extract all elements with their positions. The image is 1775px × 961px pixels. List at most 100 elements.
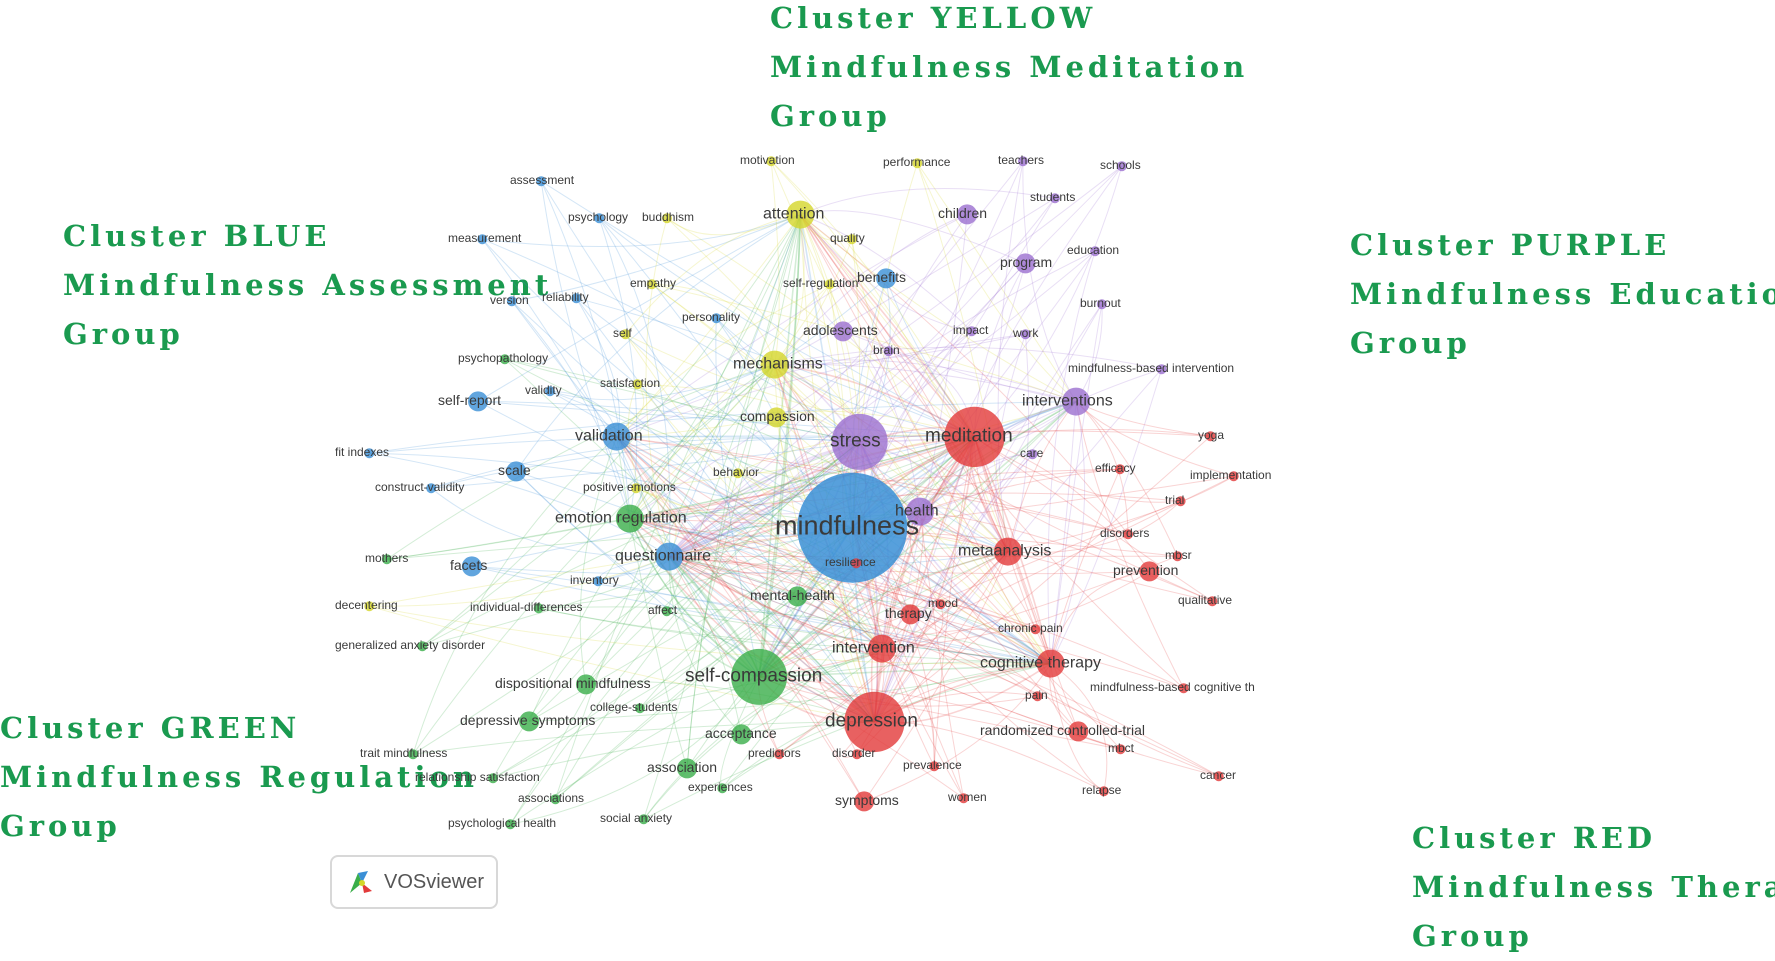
node-relapse[interactable]: [1098, 786, 1109, 797]
node-decentering[interactable]: [364, 601, 375, 612]
node-therapy[interactable]: [900, 604, 921, 625]
node-validity[interactable]: [544, 386, 555, 397]
node-mindfulness-based-intervention[interactable]: [1156, 364, 1167, 375]
node-psychological-health[interactable]: [505, 819, 516, 830]
node-cognitive-therapy[interactable]: [1036, 649, 1065, 678]
node-teachers[interactable]: [1017, 156, 1028, 167]
node-mbsr[interactable]: [1172, 551, 1183, 562]
node-construct-validity[interactable]: [426, 483, 437, 494]
node-metaanalysis[interactable]: [993, 537, 1022, 566]
node-scale[interactable]: [506, 461, 527, 482]
node-psychopathology[interactable]: [499, 354, 510, 365]
node-dispositional-mindfulness[interactable]: [576, 674, 596, 695]
node-health[interactable]: [905, 497, 934, 526]
node-satisfaction[interactable]: [632, 379, 643, 390]
node-mbct[interactable]: [1115, 744, 1126, 755]
node-generalized-anxiety-disorder[interactable]: [417, 641, 428, 652]
node-program[interactable]: [1015, 253, 1036, 274]
node-quality[interactable]: [846, 234, 857, 245]
node-randomized-controlled-trial[interactable]: [1068, 721, 1089, 742]
node-stress[interactable]: [831, 413, 888, 470]
node-affect[interactable]: [661, 606, 672, 617]
node-individual-differences[interactable]: [533, 603, 544, 614]
node-resilience[interactable]: [851, 558, 862, 569]
node-children[interactable]: [957, 204, 978, 225]
node-brain[interactable]: [883, 346, 894, 357]
node-mindfulness-based-cognitive-th[interactable]: [1178, 683, 1189, 694]
node-assessment[interactable]: [536, 176, 547, 187]
node-interventions[interactable]: [1062, 387, 1091, 416]
node-psychology[interactable]: [594, 213, 605, 224]
node-self-compassion[interactable]: [731, 648, 788, 705]
node-positive-emotions[interactable]: [631, 483, 642, 494]
node-yoga[interactable]: [1205, 431, 1216, 442]
node-pain[interactable]: [1032, 691, 1043, 702]
node-reliability[interactable]: [571, 293, 582, 304]
node-behavior[interactable]: [732, 468, 743, 479]
edge-buddhism-questionnaire: [645, 218, 670, 557]
node-mood[interactable]: [935, 599, 946, 610]
node-mechanisms[interactable]: [760, 350, 789, 379]
node-depressive-symptoms[interactable]: [519, 711, 540, 732]
node-measurement[interactable]: [477, 234, 488, 245]
node-qualitative[interactable]: [1207, 596, 1218, 607]
node-self[interactable]: [620, 329, 631, 340]
node-attention[interactable]: [786, 200, 815, 229]
node-implementation[interactable]: [1228, 471, 1239, 482]
node-mental-health[interactable]: [787, 586, 808, 607]
edge-mindfulness-based-cognitive-th-emotion-regulation: [629, 518, 1184, 689]
node-disorder[interactable]: [851, 749, 862, 760]
node-association[interactable]: [677, 758, 698, 779]
node-work[interactable]: [1020, 329, 1031, 340]
node-prevalence[interactable]: [929, 761, 940, 772]
node-schools[interactable]: [1116, 161, 1127, 172]
node-adolescents[interactable]: [833, 321, 854, 342]
node-trait-mindfulness[interactable]: [408, 749, 419, 760]
node-benefits[interactable]: [876, 268, 897, 289]
node-self-report[interactable]: [468, 391, 489, 412]
node-depression[interactable]: [844, 691, 905, 753]
node-performance[interactable]: [912, 158, 923, 169]
node-predictors[interactable]: [774, 749, 785, 760]
node-mothers[interactable]: [381, 554, 392, 565]
node-self-regulation[interactable]: [824, 279, 835, 290]
node-emotion-regulation[interactable]: [615, 504, 644, 533]
node-care[interactable]: [1027, 449, 1038, 460]
edge-therapy-questionnaire: [669, 555, 911, 615]
node-fit-indexes[interactable]: [364, 448, 375, 459]
node-experiences[interactable]: [717, 783, 728, 794]
node-symptoms[interactable]: [854, 791, 875, 812]
node-cancer[interactable]: [1213, 771, 1224, 782]
edge-interventions-depression: [873, 401, 1077, 723]
node-efficacy[interactable]: [1114, 464, 1125, 475]
node-disorders[interactable]: [1123, 529, 1134, 540]
edge-dispositional-mindfulness-depression: [585, 681, 875, 723]
node-questionnaire[interactable]: [655, 542, 684, 571]
node-students[interactable]: [1049, 193, 1060, 204]
node-empathy[interactable]: [646, 279, 657, 290]
node-impact[interactable]: [966, 326, 977, 337]
node-meditation[interactable]: [944, 406, 1005, 468]
node-education[interactable]: [1090, 246, 1101, 257]
node-women[interactable]: [958, 793, 969, 804]
node-validation[interactable]: [602, 422, 631, 451]
node-motivation[interactable]: [766, 156, 777, 167]
node-version[interactable]: [506, 296, 517, 307]
node-inventory[interactable]: [593, 576, 604, 587]
node-facets[interactable]: [461, 556, 482, 577]
node-compassion[interactable]: [766, 407, 787, 428]
node-mindfulness[interactable]: [797, 472, 908, 583]
node-social-anxiety[interactable]: [638, 814, 649, 825]
node-intervention[interactable]: [867, 634, 896, 663]
node-chronic-pain[interactable]: [1030, 624, 1041, 635]
node-prevention[interactable]: [1139, 561, 1160, 582]
node-acceptance[interactable]: [731, 724, 752, 745]
edge-individual-differences-cognitive-therapy: [538, 607, 1051, 665]
node-trial[interactable]: [1175, 496, 1186, 507]
node-personality[interactable]: [711, 313, 722, 324]
node-buddhism[interactable]: [661, 213, 672, 224]
node-burnout[interactable]: [1096, 299, 1107, 310]
node-relationship-satisfaction[interactable]: [488, 773, 498, 784]
node-associations[interactable]: [550, 794, 561, 805]
node-college-students[interactable]: [634, 703, 645, 714]
